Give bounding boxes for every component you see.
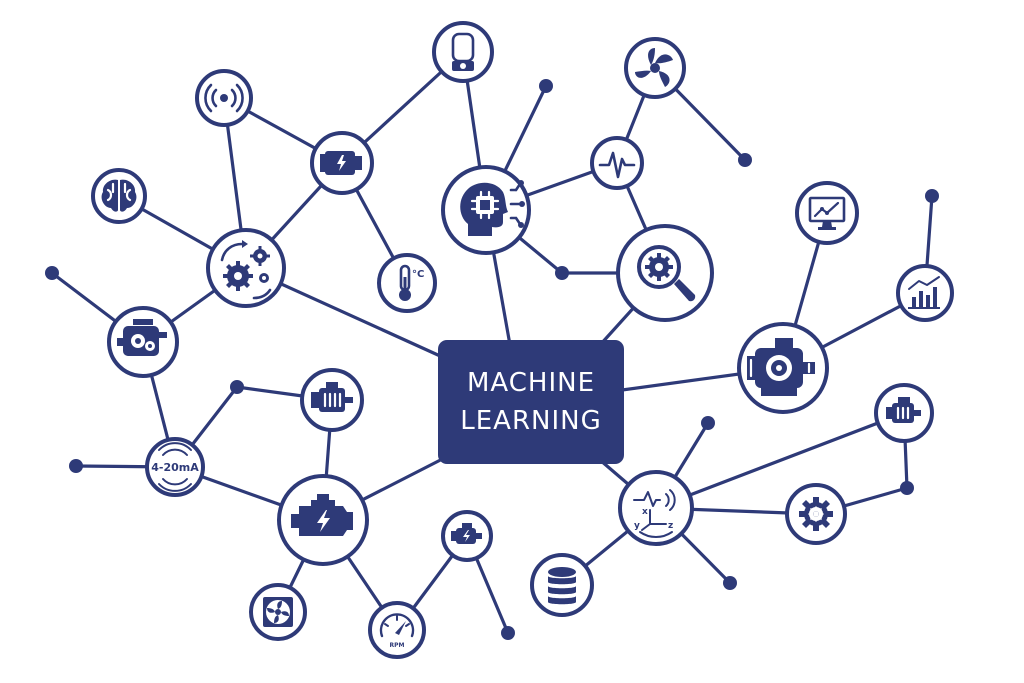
engine-icon xyxy=(277,474,369,566)
node-dot xyxy=(738,153,752,167)
thermometer-icon: °C xyxy=(377,253,437,313)
node-dot xyxy=(230,380,244,394)
node-dot xyxy=(701,416,715,430)
gear-icon xyxy=(785,483,847,545)
axis-label-y: y xyxy=(634,521,640,531)
heartbeat-pulse-icon xyxy=(590,136,644,190)
gears-cycle-icon xyxy=(206,228,286,308)
ai-head-chip-icon xyxy=(441,165,531,255)
node-dot xyxy=(501,626,515,640)
motor-small-icon xyxy=(441,510,493,562)
motor-icon xyxy=(300,368,364,432)
node-dot xyxy=(555,266,569,280)
axis-label-z: z xyxy=(668,521,673,531)
node-dot xyxy=(925,189,939,203)
axis-label-x: x xyxy=(642,507,648,517)
sensor-device-icon xyxy=(432,21,494,83)
gear-search-icon xyxy=(616,224,714,322)
title-line-2: LEARNING xyxy=(460,406,602,436)
gearbox-icon xyxy=(107,306,179,378)
cooling-fan-icon xyxy=(249,583,307,641)
bar-chart-icon xyxy=(896,264,954,322)
turbine-fan-icon xyxy=(624,37,686,99)
current-signal-label: 4-20mA xyxy=(151,461,199,474)
motor-small-icon xyxy=(874,383,934,443)
node-dot xyxy=(539,79,553,93)
rpm-gauge-icon: RPM xyxy=(368,601,426,659)
node-dot xyxy=(723,576,737,590)
wireless-signal-icon xyxy=(195,69,253,127)
monitor-chart-icon xyxy=(795,181,859,245)
node-dot xyxy=(69,459,83,473)
industrial-motor-icon xyxy=(737,322,829,414)
node-dot xyxy=(900,481,914,495)
database-icon xyxy=(530,553,594,617)
axis-sensor-icon: x y z xyxy=(618,470,694,546)
gauge-unit-label: RPM xyxy=(390,642,405,649)
connector-dots xyxy=(45,79,939,640)
machine-learning-title-box: MACHINE LEARNING xyxy=(438,340,624,464)
temperature-unit-label: °C xyxy=(412,269,424,280)
title-line-1: MACHINE xyxy=(466,368,595,398)
edge-axis-motor xyxy=(654,411,906,510)
node-dot xyxy=(45,266,59,280)
current-signal-icon: 4-20mA xyxy=(145,437,205,497)
electric-motor-icon xyxy=(310,131,374,195)
brain-icon xyxy=(91,168,147,224)
